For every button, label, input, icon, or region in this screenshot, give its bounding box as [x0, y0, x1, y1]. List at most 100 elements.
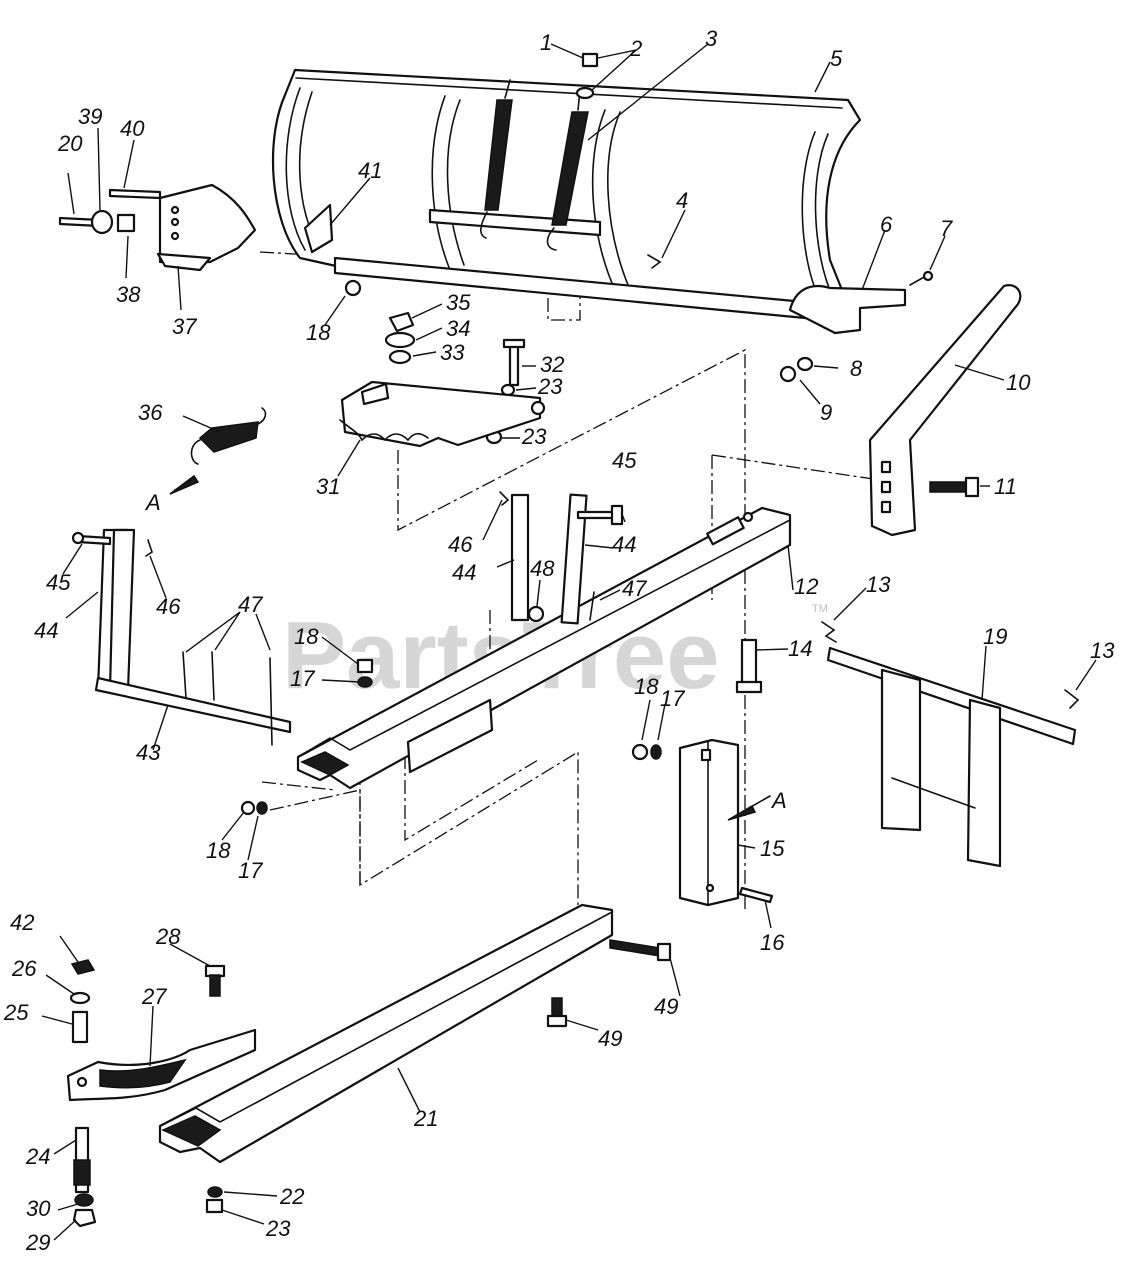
arrow-a-left-label: A [144, 490, 161, 515]
callout-44-center-b: 44 [452, 560, 476, 585]
callout-10: 10 [1006, 370, 1031, 395]
nut-part-18-top [344, 279, 362, 297]
arrow-a-right-label: A [770, 788, 787, 813]
callout-9: 9 [820, 400, 832, 425]
callout-49-bottom: 49 [598, 1026, 622, 1051]
callout-16: 16 [760, 930, 785, 955]
callout-43: 43 [136, 740, 161, 765]
arrow-a-right [727, 795, 771, 821]
washer-part-17-mid [357, 676, 373, 688]
link-part-44-center [510, 493, 588, 625]
bar-part-6 [788, 284, 907, 335]
callout-37: 37 [172, 314, 197, 339]
leader-lines [41, 43, 1097, 1241]
bolt-part-32 [502, 338, 526, 387]
clip-part-13-left [821, 621, 837, 643]
washer-part-34 [384, 331, 416, 349]
callout-23-b: 23 [521, 424, 547, 449]
bolt-part-40 [108, 188, 162, 200]
callout-48: 48 [530, 556, 555, 581]
callout-4: 4 [676, 188, 688, 213]
washer-part-39 [90, 209, 114, 235]
callout-18-top: 18 [306, 320, 331, 345]
callout-11: 11 [994, 474, 1017, 499]
callout-31: 31 [316, 474, 340, 499]
bolt-part-45-center [576, 504, 624, 526]
callout-6: 6 [880, 212, 893, 237]
arrow-a-left [169, 474, 200, 495]
nut-part-1 [581, 52, 599, 68]
callout-41: 41 [358, 158, 382, 183]
callout-14: 14 [788, 636, 812, 661]
callout-17-low: 17 [238, 858, 263, 883]
callout-28: 28 [155, 924, 181, 949]
callout-23-bottom: 23 [265, 1216, 291, 1241]
frame-part-21 [158, 903, 614, 1164]
link-part-44-left [96, 528, 136, 692]
callout-47-center: 47 [622, 576, 647, 601]
callout-18-right: 18 [634, 674, 659, 699]
nut-part-23-bottom [205, 1198, 224, 1214]
callout-34: 34 [446, 316, 470, 341]
nut-part-18-low [240, 800, 256, 816]
nut-part-18-mid [356, 658, 374, 674]
callout-17-right: 17 [660, 686, 685, 711]
callout-27: 27 [141, 984, 167, 1009]
clip-part-46-center [499, 491, 510, 506]
spacer-part-38 [116, 213, 136, 233]
spindle-part-24 [73, 1126, 91, 1194]
shoe-part-37 [156, 183, 257, 272]
callout-17-mid: 17 [290, 666, 315, 691]
callout-47-left: 47 [238, 592, 263, 617]
callout-labels: 1 2 3 5 39 40 20 41 4 6 7 38 37 18 35 34… [3, 26, 1115, 1255]
washer-part-17-right [650, 744, 662, 760]
callout-7: 7 [940, 216, 953, 241]
callout-15: 15 [760, 836, 785, 861]
clip-part-42 [70, 959, 96, 975]
callout-24: 24 [25, 1144, 50, 1169]
callout-45-left: 45 [46, 570, 71, 595]
callout-13-right: 13 [1090, 638, 1115, 663]
pins-part-47-left [182, 651, 273, 746]
callout-35: 35 [446, 290, 471, 315]
bar-part-15 [678, 738, 740, 907]
callout-44-center-a: 44 [612, 532, 636, 557]
callout-25: 25 [3, 1000, 29, 1025]
bolt-part-49-right [609, 939, 672, 962]
callout-39: 39 [78, 104, 102, 129]
callout-36: 36 [138, 400, 163, 425]
washer-part-17-low [256, 801, 268, 815]
callout-20: 20 [57, 131, 83, 156]
bolt-part-7 [909, 270, 934, 286]
callout-29: 29 [25, 1230, 50, 1255]
callout-1: 1 [540, 30, 552, 55]
callout-18-mid: 18 [294, 624, 319, 649]
callout-44-left: 44 [34, 618, 58, 643]
washer-part-2 [575, 86, 595, 100]
bolt-part-49-bottom [546, 997, 568, 1028]
callout-38: 38 [116, 282, 141, 307]
clip-part-13-right [1064, 689, 1080, 709]
callout-13-left: 13 [866, 572, 891, 597]
callout-21: 21 [413, 1106, 438, 1131]
spring-part-36 [190, 407, 267, 465]
callout-19: 19 [983, 624, 1007, 649]
pin-part-16 [738, 886, 774, 904]
callout-2: 2 [629, 36, 642, 61]
callout-5: 5 [830, 46, 843, 71]
callout-18-low: 18 [206, 838, 231, 863]
hitch-part-19 [826, 646, 1077, 868]
washer-part-26 [69, 991, 91, 1005]
bolt-part-14 [735, 638, 763, 694]
bracket-part-27 [66, 1028, 257, 1102]
callout-22: 22 [279, 1184, 304, 1209]
bolt-part-28 [204, 964, 226, 997]
arm-part-10 [868, 284, 1022, 537]
bracket-part-41 [303, 203, 334, 254]
callout-3: 3 [705, 26, 718, 51]
watermark-tm: TM [812, 603, 828, 615]
callout-30: 30 [26, 1196, 51, 1221]
pin-part-47-center [589, 591, 595, 621]
callout-42: 42 [10, 910, 34, 935]
